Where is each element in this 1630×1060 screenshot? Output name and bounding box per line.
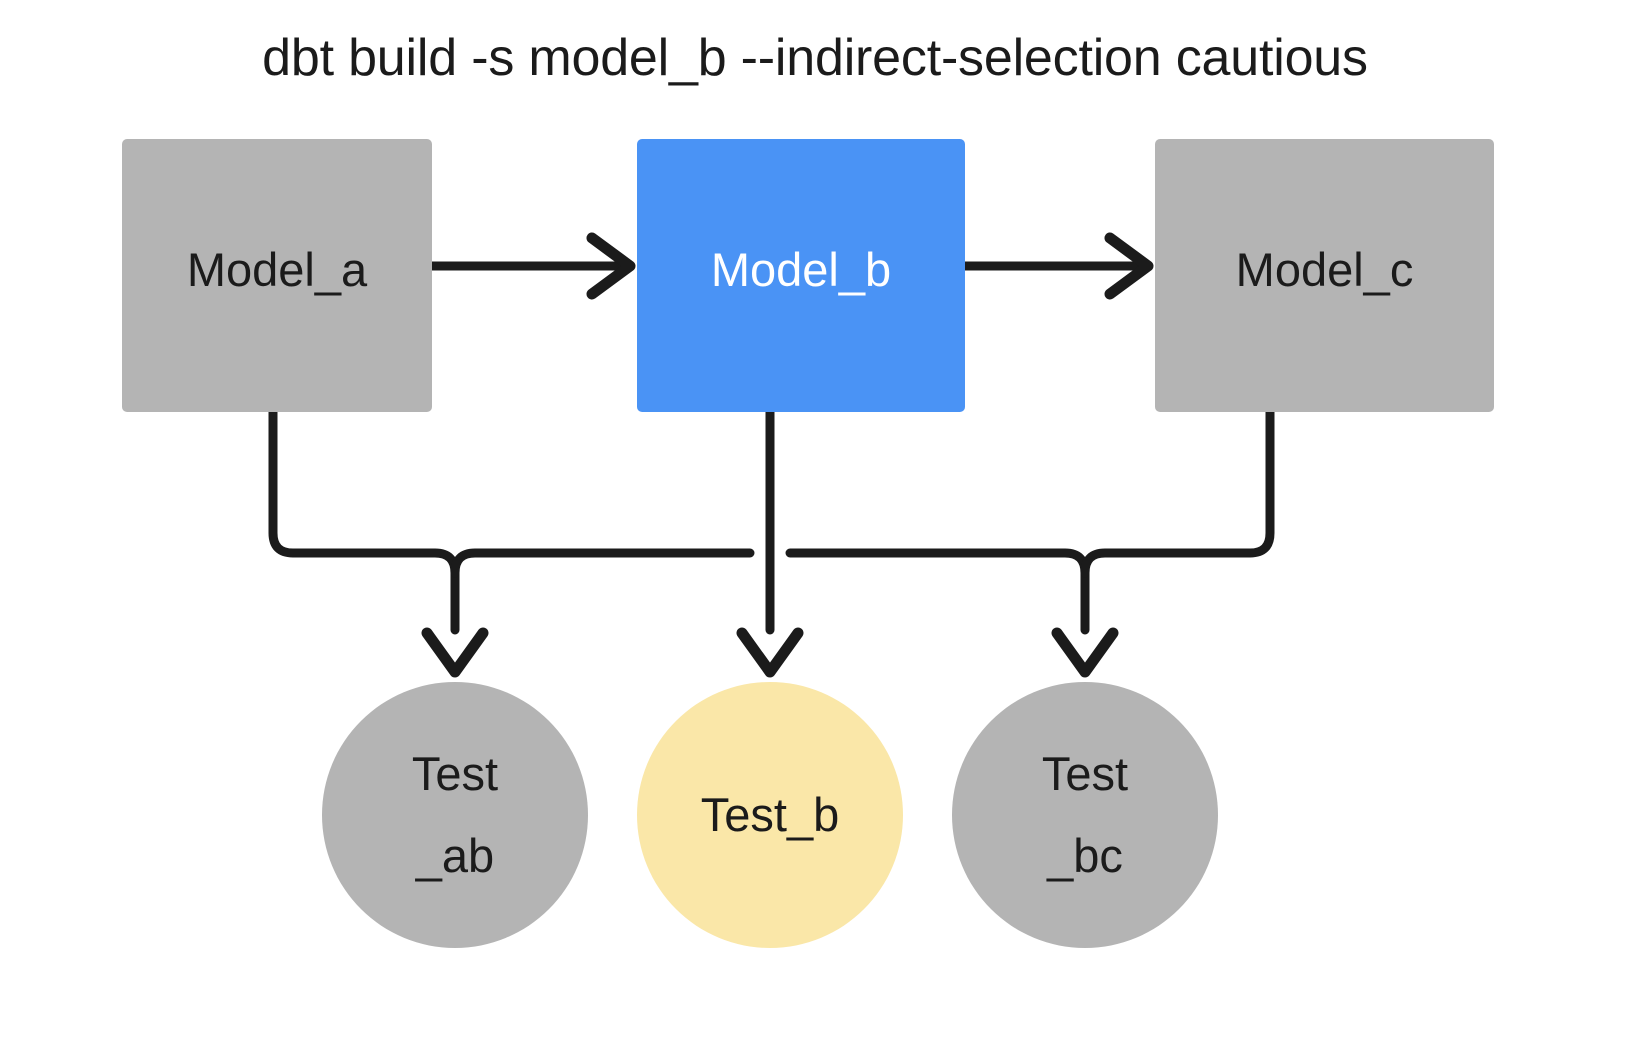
- edge-model-b-to-test-ab: [450, 548, 755, 578]
- node-test-b-label: Test_b: [700, 788, 840, 841]
- edge-model-b-to-test-bc: [785, 548, 1090, 635]
- diagram-title: dbt build -s model_b --indirect-selectio…: [262, 29, 1368, 87]
- edge-model-c-to-test-bc: [1080, 407, 1275, 578]
- node-test-ab[interactable]: Test _ab: [322, 682, 588, 948]
- node-model-c-label: Model_c: [1235, 242, 1414, 296]
- edge-model-a-to-model-b: [427, 232, 636, 300]
- node-model-b[interactable]: Model_b: [637, 139, 965, 412]
- node-test-bc[interactable]: Test _bc: [952, 682, 1218, 948]
- node-model-b-label: Model_b: [710, 242, 892, 296]
- edge-model-a-to-test-ab: [268, 407, 460, 635]
- arrowhead-test-ab: [421, 627, 489, 678]
- edge-model-b-to-model-c: [960, 232, 1154, 300]
- node-test-bc-label: Test _bc: [1041, 747, 1129, 882]
- arrowhead-test-bc: [1051, 627, 1119, 678]
- node-test-ab-label: Test _ab: [411, 747, 499, 882]
- node-test-b[interactable]: Test_b: [637, 682, 903, 948]
- node-model-a-label: Model_a: [186, 242, 368, 296]
- node-model-a[interactable]: Model_a: [122, 139, 432, 412]
- arrowhead-test-b: [736, 627, 804, 678]
- node-model-c[interactable]: Model_c: [1155, 139, 1494, 412]
